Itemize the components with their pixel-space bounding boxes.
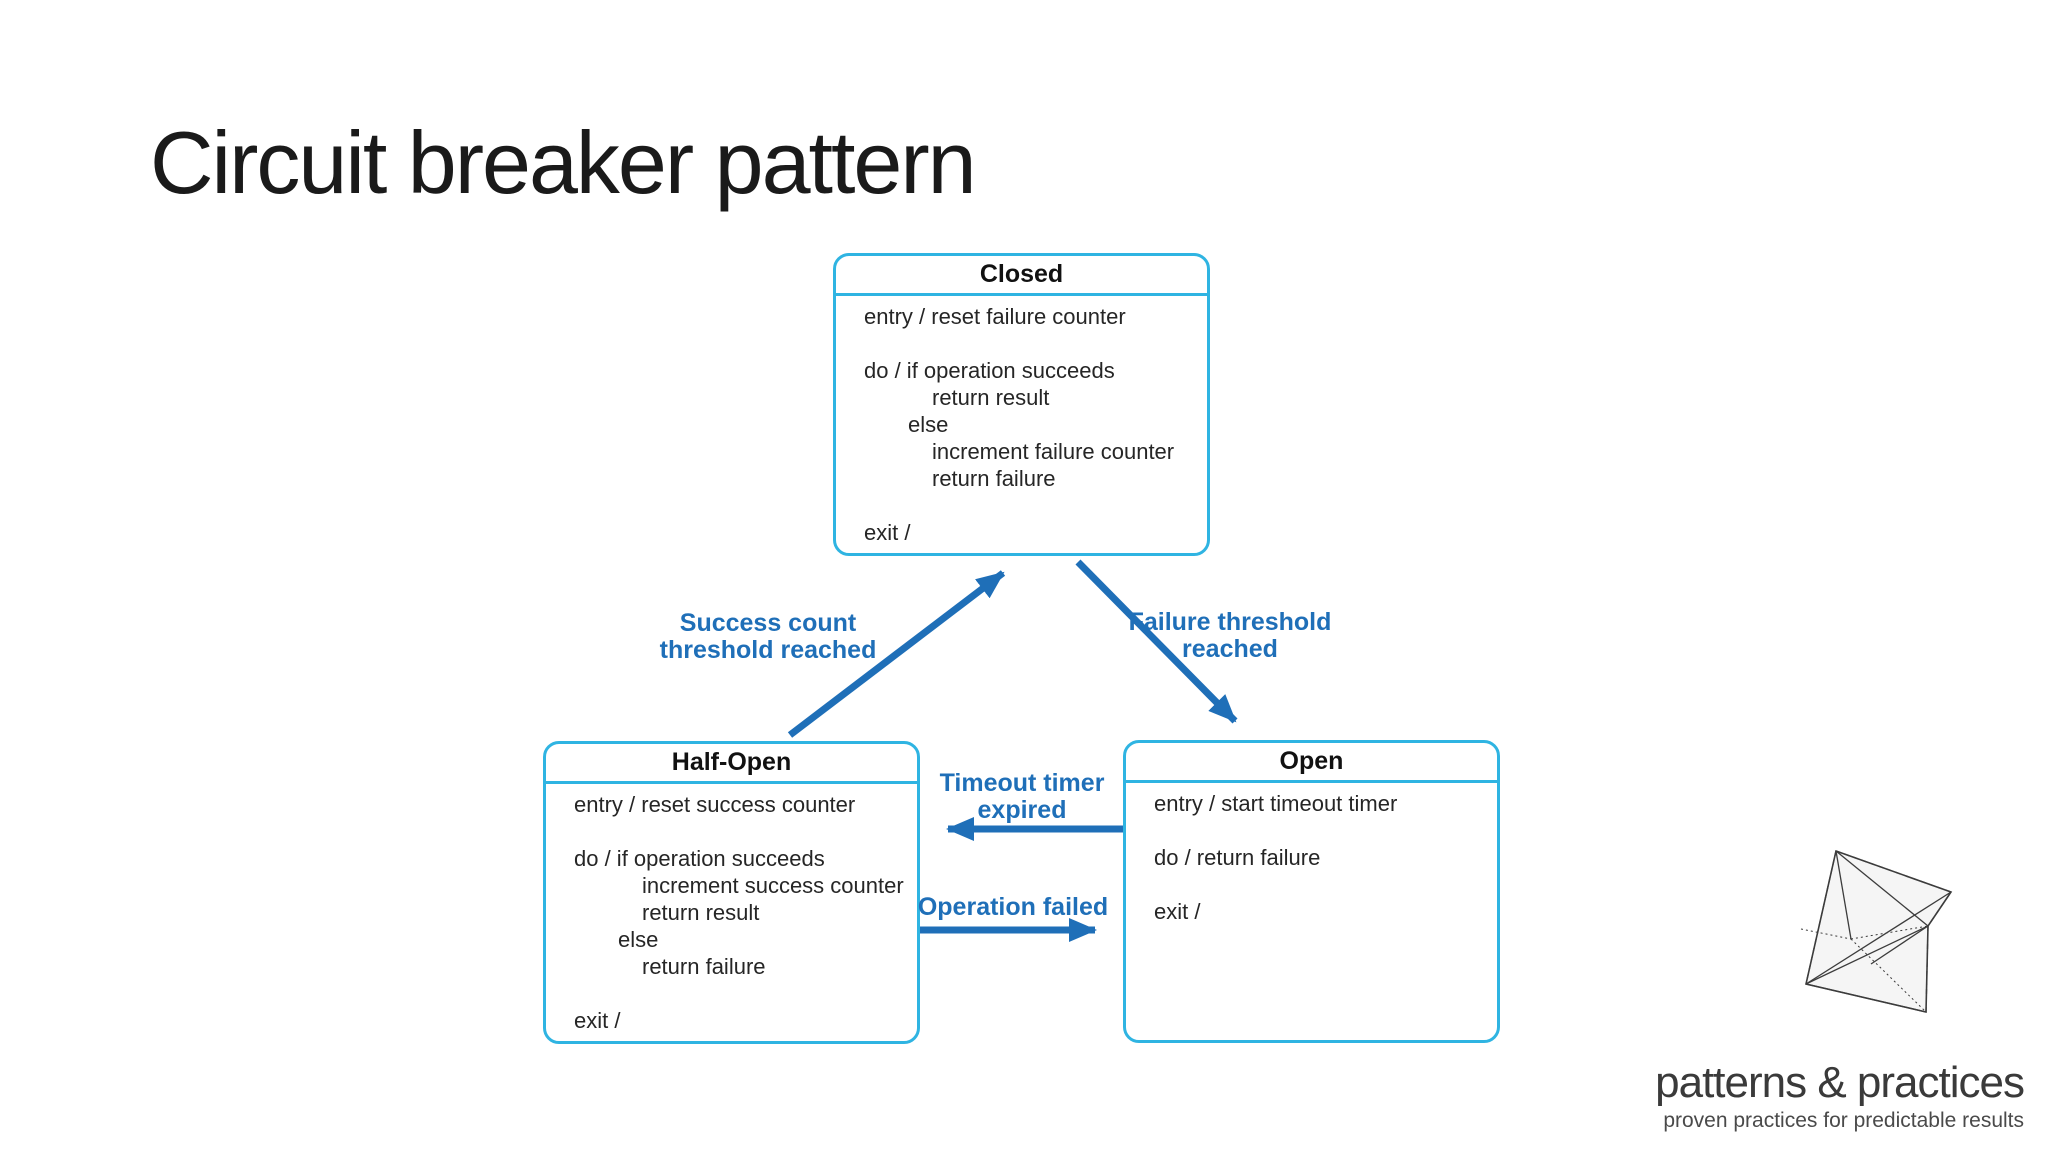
state-action-line: return failure (932, 466, 1056, 491)
state-action-line: do / if operation succeeds (574, 846, 825, 871)
label-line: Failure threshold (1128, 608, 1332, 636)
state-action-line: else (618, 927, 659, 952)
state-body: entry / reset failure counter do / if op… (836, 296, 1207, 546)
state-action-line: do / return failure (1154, 845, 1321, 870)
state-action-line: increment failure counter (932, 439, 1175, 464)
state-action-line: exit / (1154, 899, 1201, 924)
state-action-line: entry / reset success counter (574, 792, 856, 817)
state-action-line (574, 818, 907, 845)
state-title: Half-Open (546, 744, 917, 784)
label-line: Success count (679, 609, 857, 637)
transition-label-failure-threshold: Failure threshold reached (1070, 609, 1390, 663)
state-action-line (864, 330, 1197, 357)
transition-label-success-count: Success count threshold reached (608, 610, 928, 664)
label-line: reached (1182, 635, 1278, 663)
logo-tagline: proven practices for predictable results (1663, 1109, 2024, 1132)
arrow-closed-to-open (1075, 559, 1238, 724)
state-action-line: do / if operation succeeds (864, 358, 1115, 383)
logo-name: patterns & practices (1655, 1058, 2025, 1107)
slide-title: Circuit breaker pattern (150, 113, 977, 212)
state-action-line: exit / (864, 520, 911, 545)
state-action-line (574, 980, 907, 1007)
arrow-halfopen-to-closed (787, 570, 1006, 738)
state-body: entry / start timeout timer do / return … (1126, 783, 1497, 925)
label-line: Operation failed (917, 893, 1109, 921)
state-action-line (1154, 817, 1487, 844)
state-action-line: increment success counter (642, 873, 904, 898)
state-action-line: else (908, 412, 949, 437)
octahedron-sketch-icon (1800, 849, 1953, 1014)
state-action-line: exit / (574, 1008, 621, 1033)
state-action-line: entry / start timeout timer (1154, 791, 1398, 816)
state-box-closed: Closed entry / reset failure counter do … (833, 253, 1210, 556)
patterns-practices-logo: patterns & practices proven practices fo… (1554, 849, 2025, 1134)
transition-label-operation-failed: Operation failed (853, 894, 1173, 921)
label-line: threshold reached (659, 636, 877, 664)
state-action-line: return result (932, 385, 1050, 410)
state-action-line: entry / reset failure counter (864, 304, 1126, 329)
label-line: expired (977, 796, 1067, 824)
label-line: Timeout timer (939, 769, 1105, 797)
state-action-line (1154, 871, 1487, 898)
state-action-line: return result (642, 900, 760, 925)
state-action-line: return failure (642, 954, 766, 979)
state-title: Closed (836, 256, 1207, 296)
state-action-line (864, 492, 1197, 519)
state-box-open: Open entry / start timeout timer do / re… (1123, 740, 1500, 1043)
state-box-half-open: Half-Open entry / reset success counter … (543, 741, 920, 1044)
state-title: Open (1126, 743, 1497, 783)
state-body: entry / reset success counter do / if op… (546, 784, 917, 1034)
transition-label-timeout-expired: Timeout timer expired (862, 770, 1182, 824)
